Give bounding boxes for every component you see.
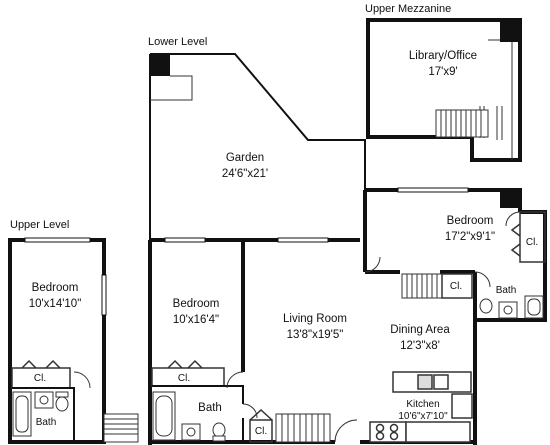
lower-level-title: Lower Level [148, 36, 208, 48]
bathtub-lower [152, 391, 176, 441]
bedroom-right-dims: 17'2"x9'1" [444, 231, 496, 243]
closet-label-lower-left: Cl. [177, 373, 191, 384]
closet-stairs-mid [441, 273, 473, 299]
bath-label-upper: Bath [35, 417, 57, 428]
stairs-lower-bottom [275, 413, 331, 443]
upper-door-swing [73, 371, 91, 389]
library-dims: 17'x9' [428, 66, 458, 78]
bath-lower [152, 385, 244, 442]
upper-bath [12, 387, 75, 442]
bath-fixtures-right [479, 295, 544, 319]
kitchen-counter [369, 371, 473, 443]
door-swings [226, 211, 521, 443]
dining-area-name: Dining Area [390, 324, 450, 336]
bedroom-right-name: Bedroom [446, 215, 494, 227]
closet-label-right: Cl. [525, 237, 539, 248]
closet-label-lower-mid: Cl. [254, 426, 268, 437]
stairs-mid [401, 273, 443, 299]
closet-label-stairs: Cl. [449, 281, 463, 292]
upper-windows [24, 237, 107, 316]
upper-stairs [103, 413, 139, 443]
living-room-dims: 13'8"x19'5" [286, 329, 344, 341]
living-room-name: Living Room [283, 313, 347, 325]
kitchen-name: Kitchen [406, 399, 440, 410]
bedroom-upper-name: Bedroom [31, 282, 79, 294]
mezzanine-column [500, 20, 520, 42]
bedroom-upper-dims: 10'x14'10" [28, 298, 82, 310]
bath-label-right: Bath [495, 285, 517, 296]
garden-column-edge [150, 75, 193, 101]
bedroom-column [500, 188, 520, 208]
upper-bath-fixtures [12, 391, 69, 437]
bath-label-lower: Bath [198, 402, 222, 414]
closet-label-upper: Cl. [33, 373, 47, 384]
kitchen-dims: 10'6"x7'10" [398, 411, 448, 422]
garden-column [150, 54, 170, 76]
mezzanine-stairs [435, 109, 489, 138]
bath-fixtures-lower [181, 422, 226, 442]
upper-level-title: Upper Level [10, 219, 70, 231]
garden-dims: 24'6"x21' [221, 168, 269, 180]
closet-right [510, 211, 546, 263]
upper-mezzanine-title: Upper Mezzanine [365, 3, 452, 15]
garden-name: Garden [225, 152, 265, 164]
garden-outline [149, 53, 366, 240]
closet-lower-mid [249, 408, 273, 443]
bedroom-lower-left-name: Bedroom [172, 298, 220, 310]
lower-windows [164, 187, 469, 243]
bedroom-lower-left-dims: 10'x16'4" [172, 314, 220, 326]
library-name: Library/Office [408, 50, 478, 62]
dining-area-dims: 12'3"x8' [400, 340, 440, 352]
